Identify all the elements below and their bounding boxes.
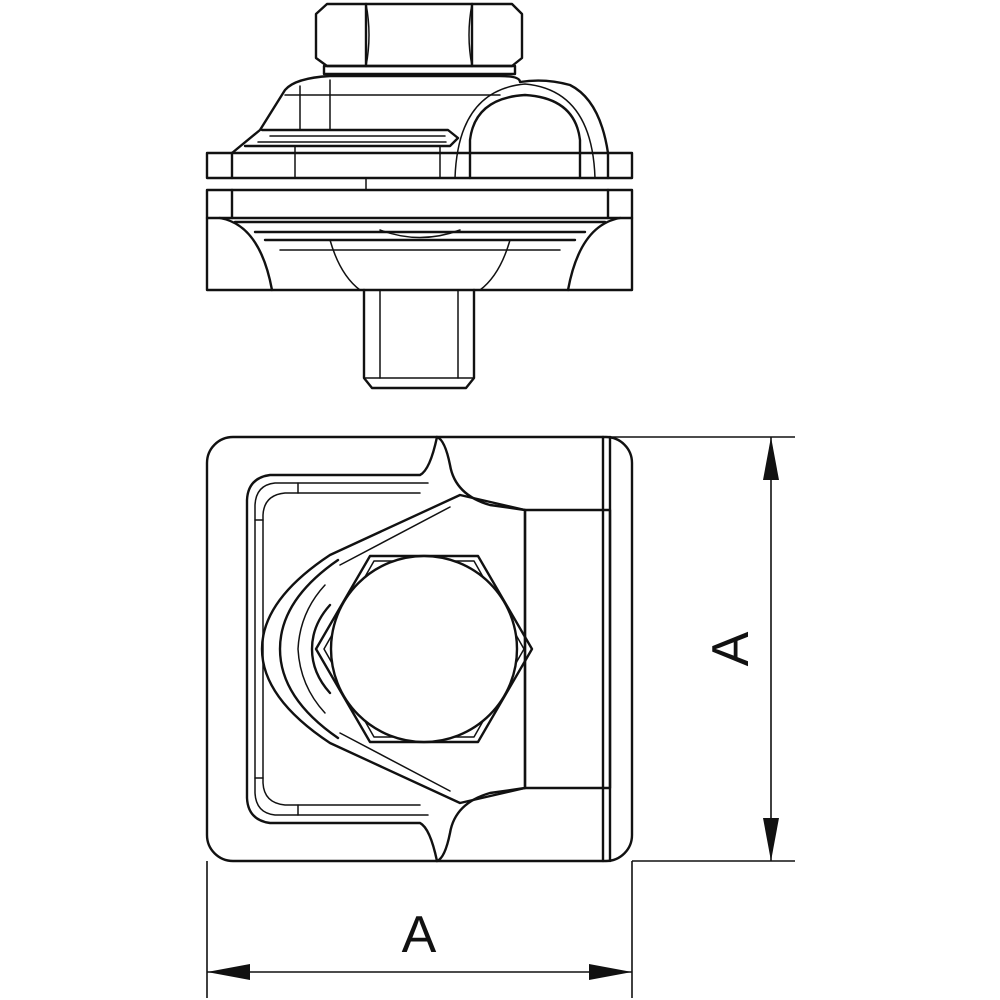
hex-nut-side [314,2,524,76]
bolt-head-circle [329,554,519,744]
dimensions: A A [206,436,795,998]
hex-nut-top [314,554,534,744]
height-arrow-bottom [763,818,779,861]
lower-clamp-side [205,188,634,292]
plan-view [205,435,634,863]
height-arrow-top [763,437,779,480]
side-view [205,2,634,390]
outer-plate [205,435,634,863]
height-dimension-label: A [702,631,760,666]
width-arrow-right [589,964,632,980]
width-arrow-left [207,964,250,980]
upper-clamp-side [205,74,634,191]
width-dimension-label: A [402,906,437,964]
saddle-wedge [260,493,527,805]
bolt-shank-side [362,288,476,390]
